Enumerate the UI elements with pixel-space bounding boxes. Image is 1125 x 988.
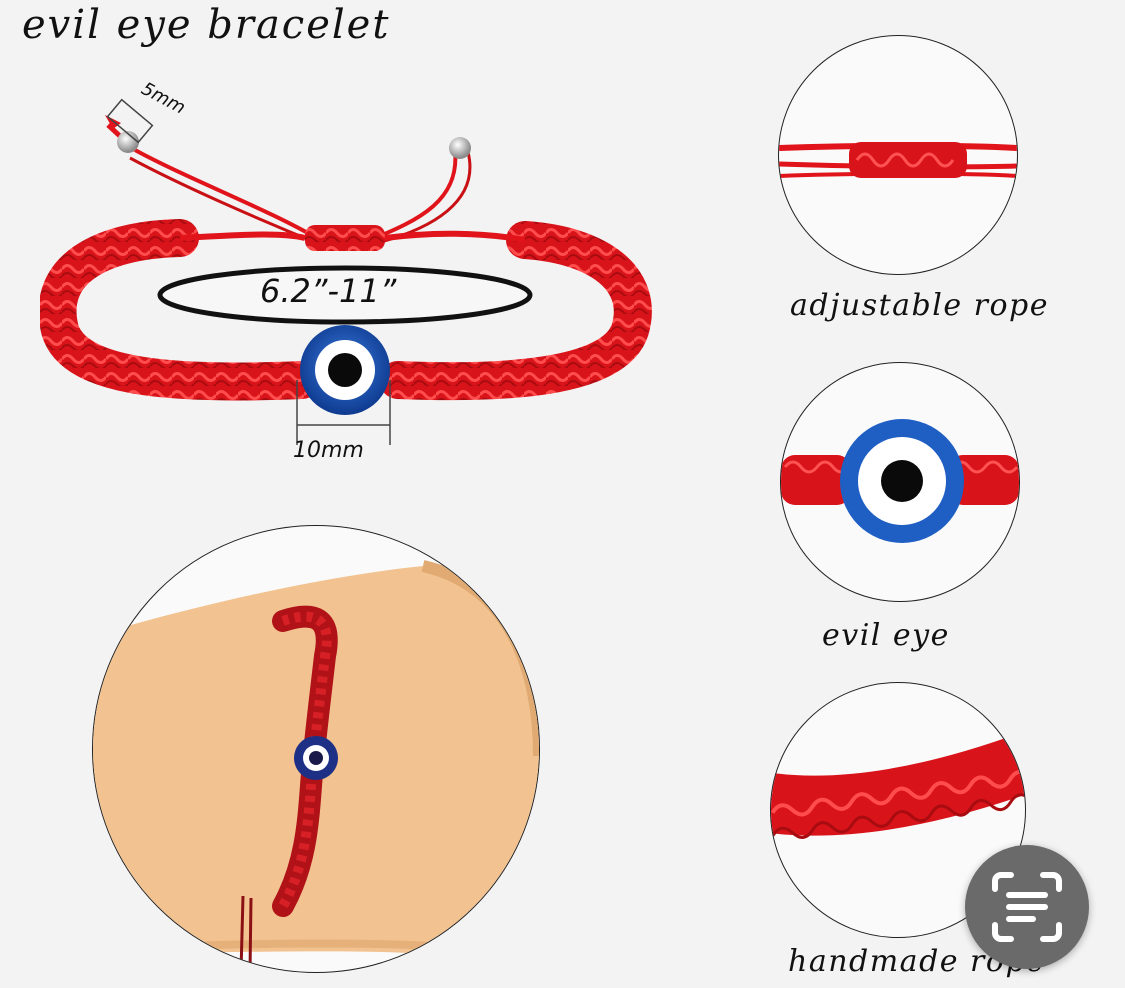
caption-adjustable-rope: adjustable rope — [790, 288, 1049, 323]
eye-detail-photo — [780, 362, 1020, 602]
page-title: evil eye bracelet — [22, 2, 391, 48]
caption-evil-eye: evil eye — [822, 618, 950, 653]
bracelet-illustration: 5mm 6.2”-11” 10mm — [40, 78, 660, 480]
scan-text-icon — [992, 872, 1062, 942]
wrist-photo — [92, 525, 540, 973]
bead-size-label: 10mm — [293, 438, 364, 463]
rope-detail-photo — [778, 35, 1018, 275]
scan-text-button[interactable] — [965, 845, 1089, 969]
size-range-label: 6.2”-11” — [260, 272, 397, 310]
